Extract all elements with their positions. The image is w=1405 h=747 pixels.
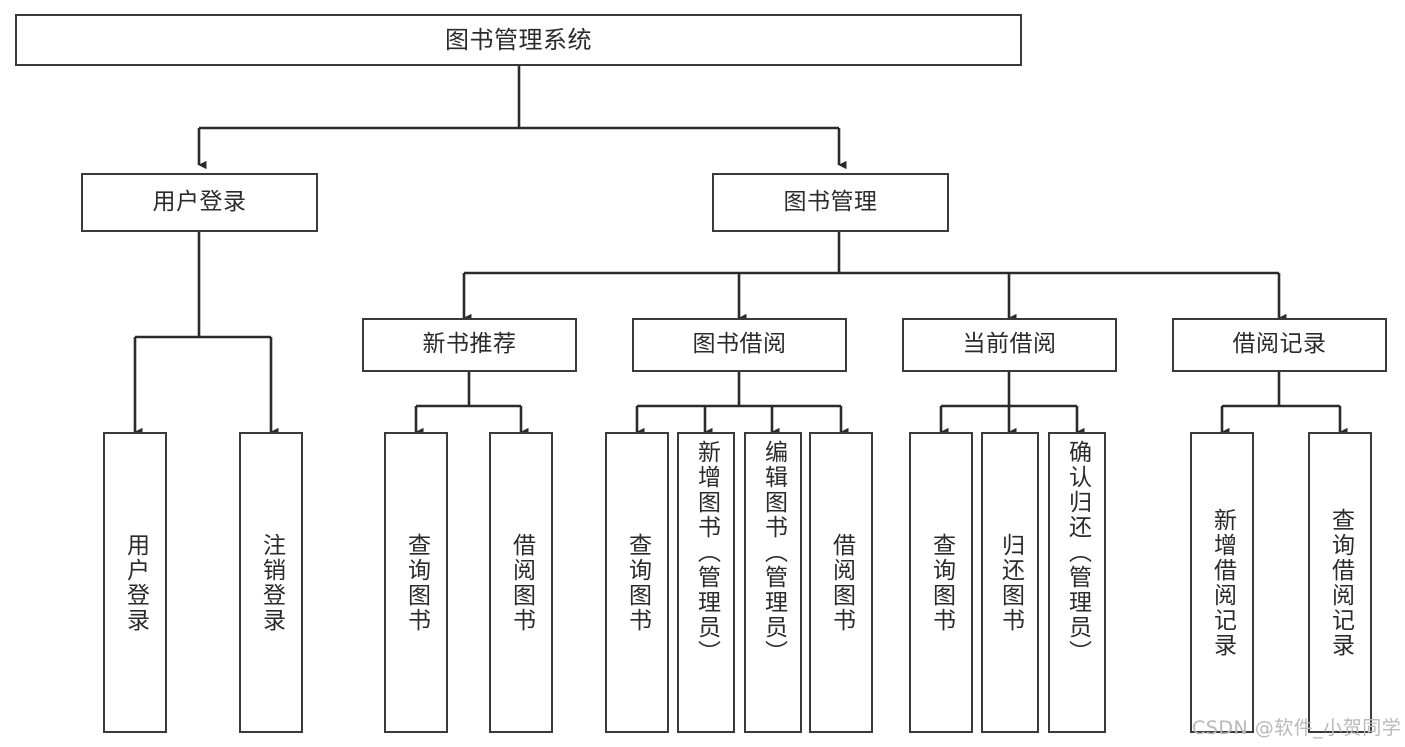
node-label: 新增借阅记录 (1209, 507, 1236, 658)
node-label: 查询图书 (624, 532, 651, 633)
node-root-system[interactable]: 图书管理系统 (15, 14, 1022, 66)
leaf-confirm-return-admin[interactable]: 确认归还（管理员） (1048, 432, 1106, 733)
node-user-login[interactable]: 用户登录 (81, 173, 318, 232)
node-borrow-record[interactable]: 借阅记录 (1172, 318, 1387, 372)
node-label: 用户登录 (122, 532, 149, 633)
leaf-query-borrow-record[interactable]: 查询借阅记录 (1308, 432, 1372, 733)
leaf-user-login[interactable]: 用户登录 (103, 432, 167, 733)
node-label: 新增图书（管理员） (693, 440, 720, 665)
node-book-borrow[interactable]: 图书借阅 (632, 318, 847, 372)
leaf-logout[interactable]: 注销登录 (239, 432, 303, 733)
leaf-query-book-borrow[interactable]: 查询图书 (605, 432, 669, 733)
node-label: 确认归还（管理员） (1064, 440, 1091, 665)
node-label: 查询图书 (403, 532, 430, 633)
node-book-management[interactable]: 图书管理 (712, 173, 949, 232)
node-label: 当前借阅 (962, 331, 1057, 358)
leaf-add-borrow-record[interactable]: 新增借阅记录 (1190, 432, 1254, 733)
node-label: 注销登录 (258, 532, 285, 633)
node-label: 图书借阅 (692, 331, 787, 358)
node-label: 查询借阅记录 (1327, 507, 1354, 658)
node-label: 借阅记录 (1232, 331, 1327, 358)
node-label: 编辑图书（管理员） (760, 440, 787, 665)
node-label: 图书管理系统 (445, 25, 592, 54)
leaf-borrow-book-recommend[interactable]: 借阅图书 (489, 432, 553, 733)
leaf-query-book-recommend[interactable]: 查询图书 (384, 432, 448, 733)
node-current-borrow[interactable]: 当前借阅 (902, 318, 1117, 372)
node-label: 借阅图书 (828, 532, 855, 633)
node-label: 借阅图书 (508, 532, 535, 633)
node-label: 归还图书 (997, 532, 1024, 633)
leaf-add-book-admin[interactable]: 新增图书（管理员） (677, 432, 735, 733)
node-label: 图书管理 (783, 188, 878, 215)
node-label: 用户登录 (152, 188, 247, 215)
watermark-csdn: CSDN @软件_小贺同学 (1192, 717, 1402, 739)
leaf-borrow-book[interactable]: 借阅图书 (809, 432, 873, 733)
leaf-return-book[interactable]: 归还图书 (981, 432, 1039, 733)
node-label: 查询图书 (928, 532, 955, 633)
node-label: 新书推荐 (422, 331, 517, 358)
leaf-edit-book-admin[interactable]: 编辑图书（管理员） (744, 432, 802, 733)
node-new-book-recommend[interactable]: 新书推荐 (362, 318, 577, 372)
leaf-query-book-current[interactable]: 查询图书 (909, 432, 973, 733)
